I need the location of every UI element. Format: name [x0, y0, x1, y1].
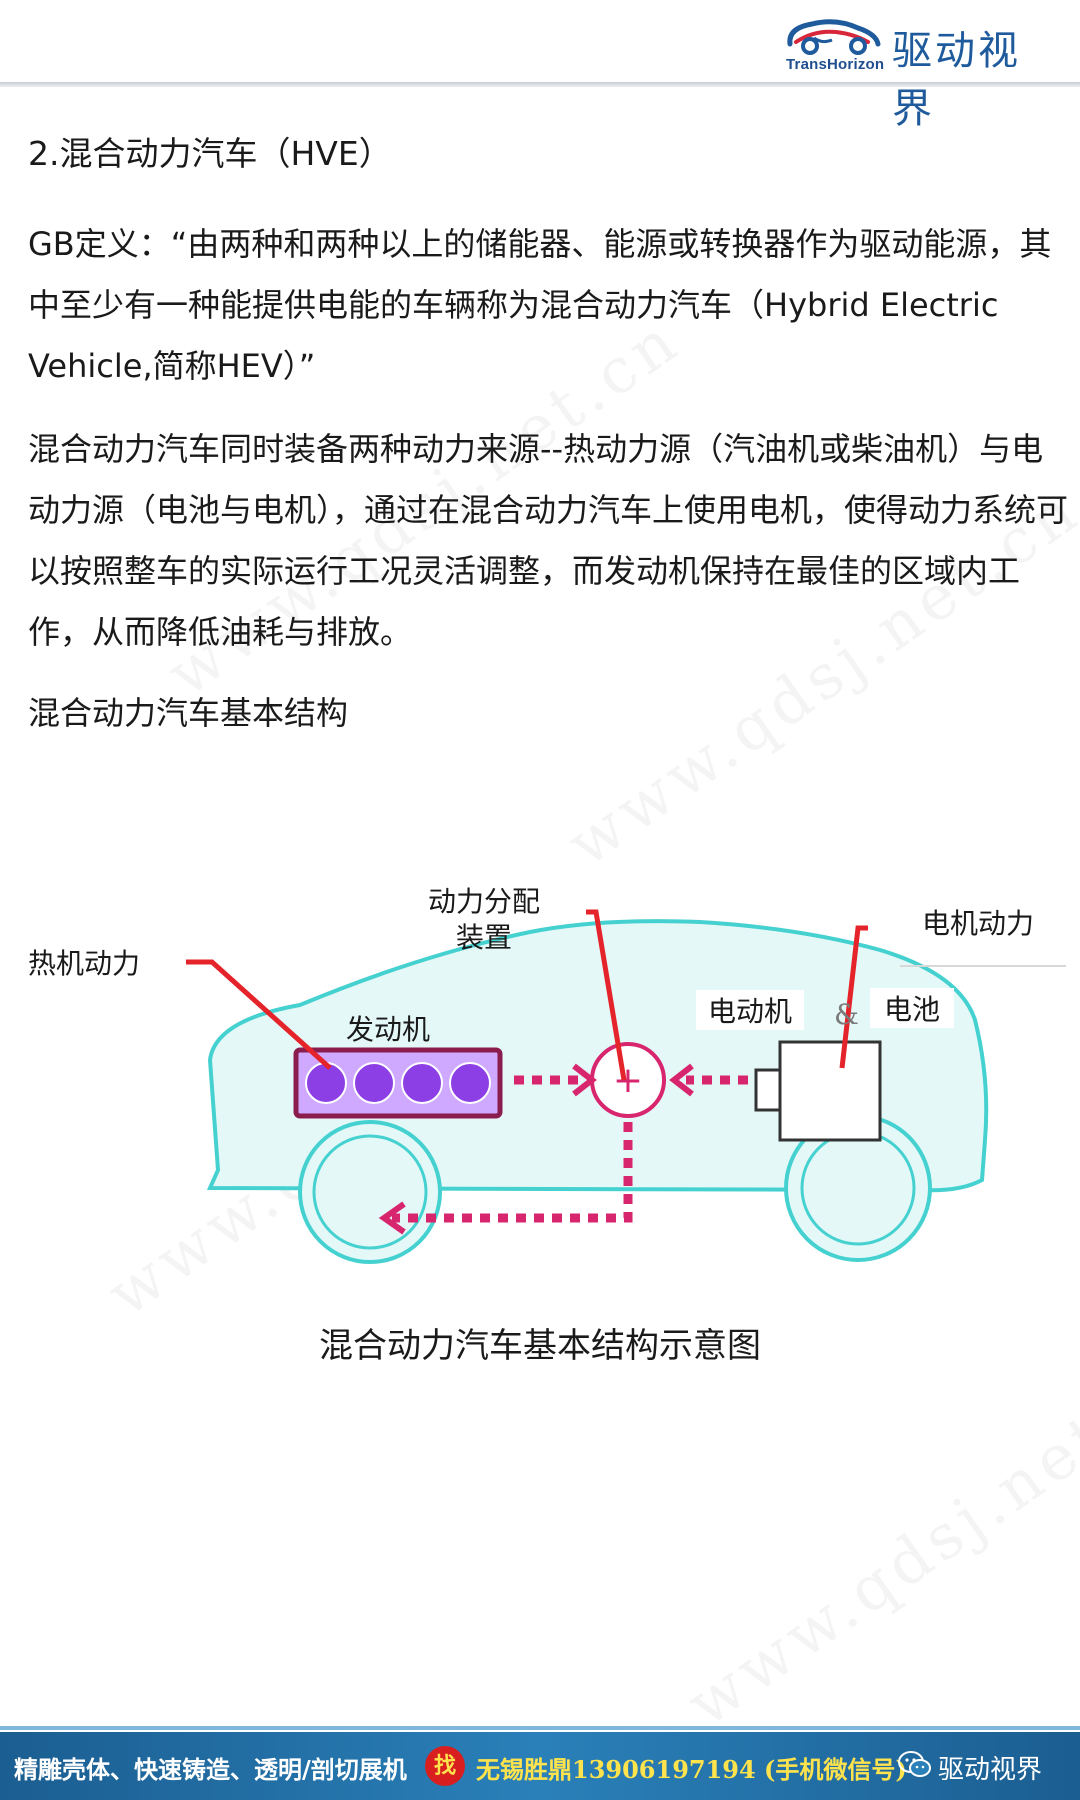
label-motor-power: 电机动力 — [922, 907, 1035, 940]
hybrid-description: 混合动力汽车同时装备两种动力来源--热动力源（汽油机或柴油机）与电动力源（电池与… — [28, 430, 1069, 651]
gb-definition: GB定义：“由两种和两种以上的储能器、能源或转换器作为驱动能源，其中至少有一种能… — [28, 225, 1052, 385]
engine-cylinder-2 — [353, 1062, 395, 1104]
hybrid-structure-diagram: + 热机动力 发动机 动力分配 装置 电机动力 电动机 & 电池 — [0, 870, 1080, 1290]
car-swirl-logo-icon — [787, 19, 881, 55]
logo-subtitle: TransHorizon — [786, 56, 885, 73]
label-heat-power: 热机动力 — [28, 947, 141, 980]
diagram-canvas: + — [186, 909, 1080, 1264]
plus-icon: + — [613, 1060, 643, 1101]
engine-cylinder-3 — [401, 1062, 443, 1104]
footer-ad-text: 精雕壳体、快速铸造、透明/剖切展机 — [14, 1755, 407, 1784]
label-amp: & — [834, 998, 859, 1031]
split-to-wheel-arrow — [392, 1122, 633, 1223]
footer-contact: 无锡胜鼎13906197194 (手机微信号) — [476, 1755, 907, 1784]
battery-pack — [778, 1040, 882, 1142]
front-wheel-hub — [312, 1134, 428, 1250]
label-power-split-2: 装置 — [456, 921, 513, 954]
section-heading: 2.混合动力汽车（HVE） — [28, 134, 392, 173]
find-badge: 找 — [425, 1746, 465, 1786]
engine-cylinder-4 — [449, 1062, 491, 1104]
footer-brand: 驱动视界 — [938, 1755, 1043, 1785]
watermark-3: www.qdsj.net.cn — [674, 1332, 1080, 1741]
engine-block — [293, 1047, 503, 1119]
heat-power-callout — [186, 959, 332, 1070]
label-engine: 发动机 — [346, 1013, 431, 1046]
engine-to-split-arrowhead — [572, 1063, 597, 1097]
split-to-wheel-arrowhead — [378, 1201, 406, 1235]
page-header: TransHorizon 驱动视界 — [0, 0, 1080, 132]
power-split-callout — [586, 909, 627, 1081]
label-battery: 电池 — [870, 988, 955, 1028]
wechat-icon — [898, 1751, 931, 1777]
structure-subtitle: 混合动力汽车基本结构 — [28, 694, 349, 732]
engine-cylinders — [305, 1062, 491, 1104]
diagram-caption: 混合动力汽车基本结构示意图 — [319, 1326, 761, 1366]
label-motor: 电动机 — [696, 990, 805, 1030]
footer-banner[interactable]: 精雕壳体、快速铸造、透明/剖切展机 找 无锡胜鼎13906197194 (手机微… — [0, 1732, 1080, 1800]
rear-wheel-hub — [800, 1130, 916, 1246]
motor-power-label-bg — [896, 910, 1080, 936]
header-divider — [0, 82, 1080, 87]
engine-cylinder-1 — [305, 1062, 347, 1104]
motor-to-split-arrowhead — [669, 1063, 694, 1097]
label-power-split-1: 动力分配 — [428, 885, 541, 918]
logo-title: 驱动视界 — [892, 28, 1021, 132]
article-body: 2.混合动力汽车（HVE） GB定义：“由两种和两种以上的储能器、能源或转换器作… — [28, 130, 1073, 737]
footer-divider — [0, 1726, 1080, 1730]
motor-power-callout — [839, 925, 868, 1069]
brand-logo[interactable]: TransHorizon 驱动视界 — [784, 12, 1054, 132]
